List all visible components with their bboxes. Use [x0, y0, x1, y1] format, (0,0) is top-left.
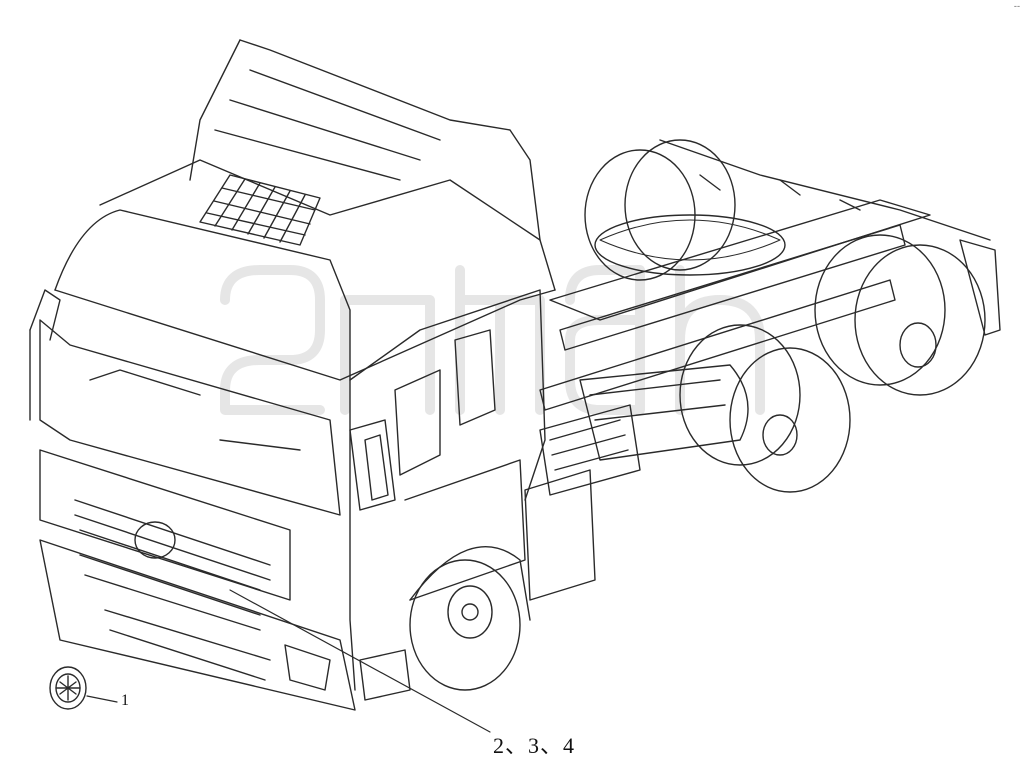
cab-body — [29, 159, 556, 691]
callout-label-1: 1 — [121, 692, 129, 709]
sunroof — [199, 174, 321, 246]
rear-wheel-back-right — [814, 234, 986, 396]
callout-label-2-3-4: 2、3、4 — [493, 733, 576, 758]
battery-box — [524, 404, 641, 601]
corner-mark: -- — [1013, 2, 1020, 12]
side-mirror — [349, 419, 396, 511]
cab-door — [394, 329, 526, 601]
fuel-tank — [579, 364, 749, 461]
fifth-wheel — [594, 214, 786, 276]
rear-wheel-front-right — [679, 324, 851, 493]
leader-line-2-3-4 — [229, 589, 491, 733]
horn-part — [49, 666, 87, 710]
front-grille — [39, 449, 291, 631]
leader-line-1 — [86, 695, 118, 703]
front-bumper — [39, 539, 356, 711]
windshield — [39, 319, 341, 516]
cab-step — [359, 649, 411, 701]
front-wheel — [409, 546, 531, 691]
rear-wheel-back-left — [584, 139, 736, 281]
cab-roof-deflector — [189, 39, 556, 291]
